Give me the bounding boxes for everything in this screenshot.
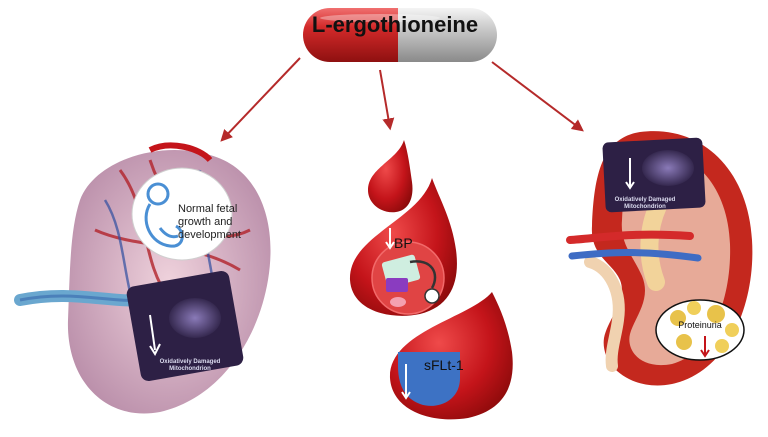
- sflt-label: sFLt-1: [424, 357, 464, 373]
- fetal-growth-label: Normal fetal growth and development: [178, 203, 241, 241]
- arrow-to-kidney: [491, 61, 584, 132]
- ergothioneine-label: L-ergothioneine: [311, 12, 479, 37]
- proteinuria-label: Proteinuria: [678, 320, 722, 330]
- mito-label-right: Oxidatively Damaged Mitochondrion: [614, 197, 676, 210]
- mito-panel-left: [126, 270, 244, 382]
- bp-label: BP: [394, 235, 413, 251]
- arrow-to-placenta: [220, 57, 301, 142]
- proteinuria-callout: [655, 299, 745, 361]
- mito-label-left: Oxidatively Damaged Mitochondrion: [159, 359, 221, 372]
- bp-callout: [371, 228, 445, 315]
- fetal-callout: [131, 167, 233, 261]
- mitochondrion-image: [169, 298, 221, 338]
- down-arrow-icon: [149, 314, 156, 351]
- sflt-callout: [398, 352, 460, 406]
- mito-panel-right: [602, 137, 706, 213]
- mitochondrion-image: [642, 150, 694, 186]
- capsule: [303, 8, 497, 62]
- arrow-to-blood: [379, 69, 395, 131]
- blood-pressure-monitor-icon: [381, 254, 440, 307]
- fetus-icon: [144, 182, 184, 248]
